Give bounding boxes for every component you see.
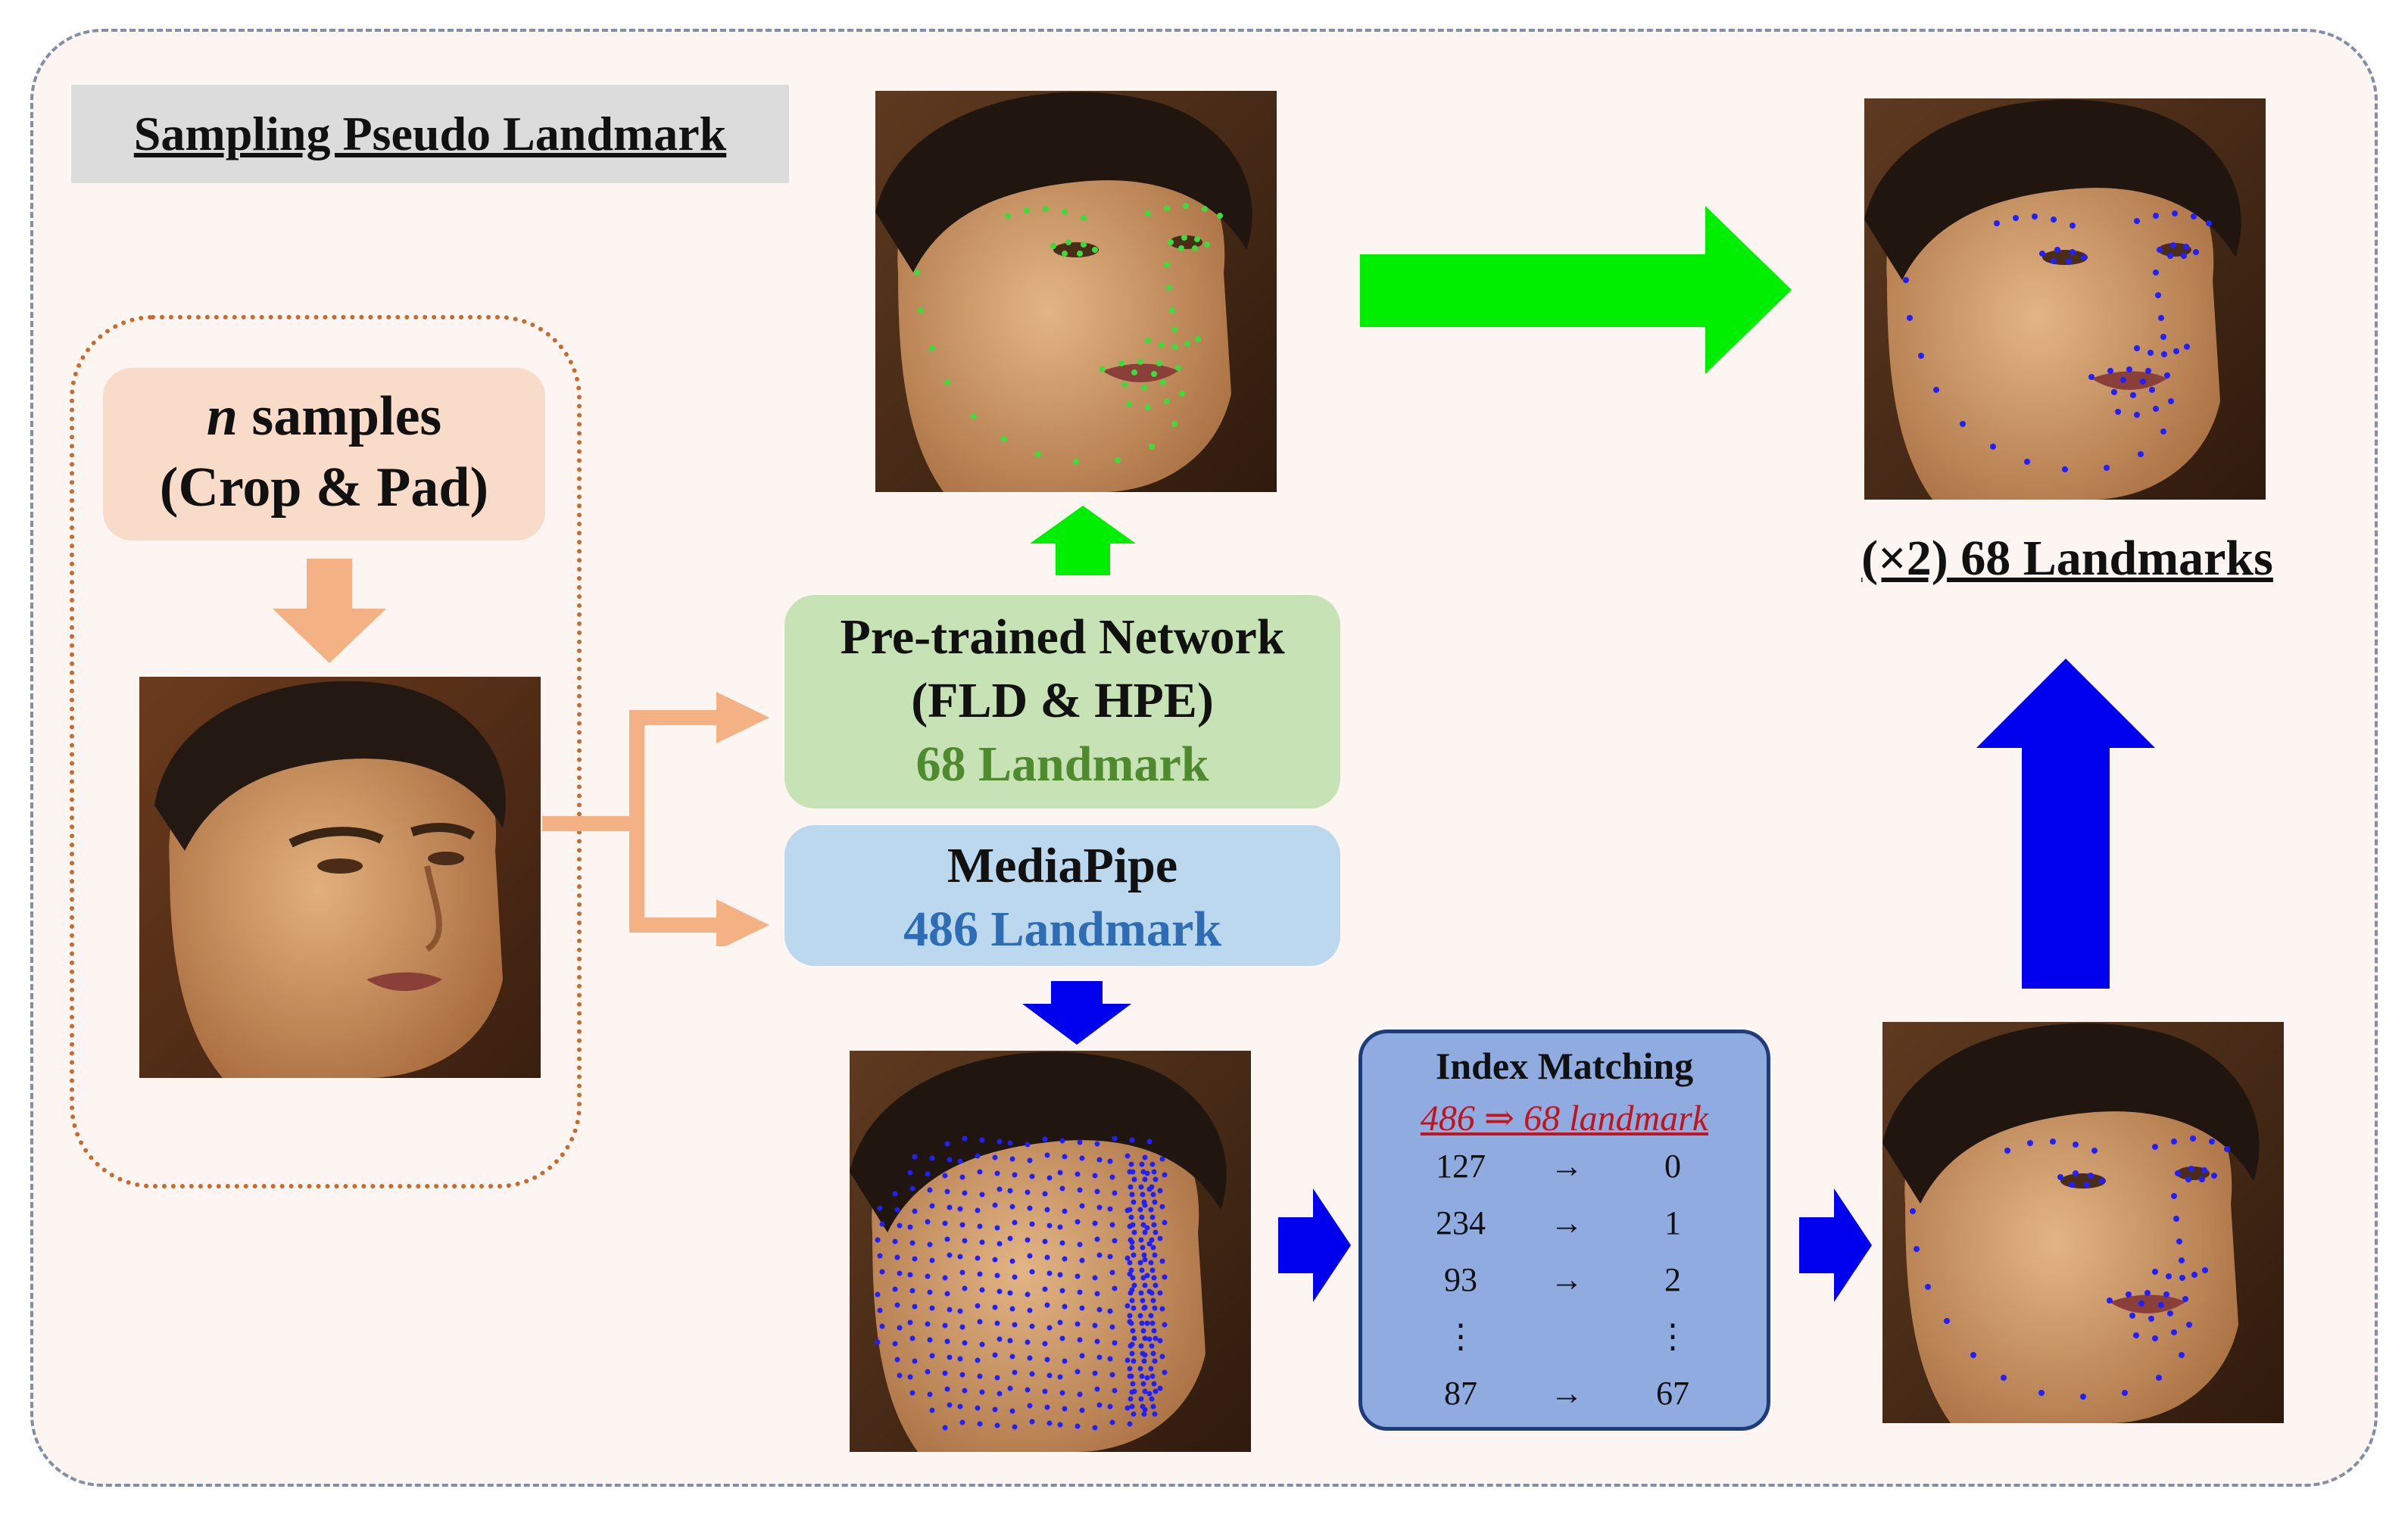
fld-landmark-image — [875, 91, 1277, 492]
face-graphic-result — [1864, 98, 2266, 500]
index-row-4-from: 87 — [1444, 1375, 1477, 1412]
right-arrow-green — [1360, 206, 1792, 374]
result-landmark-image — [1864, 98, 2266, 500]
input-face-image — [139, 677, 541, 1078]
index-row-2-arrow: → — [1550, 1261, 1583, 1298]
pretrained-network-box: Pre-trained Network (FLD & HPE) 68 Landm… — [784, 595, 1340, 808]
result-label: (×2) 68 Landmarks — [1861, 531, 2273, 586]
index-matching-title: Index Matching — [1435, 1045, 1694, 1087]
fld-title: Pre-trained Network — [840, 609, 1285, 665]
index-row-2-from: 93 — [1444, 1261, 1477, 1298]
index-row-1-to: 1 — [1664, 1204, 1681, 1241]
down-arrow-blue — [1022, 981, 1131, 1045]
samples-box — [103, 368, 545, 540]
green-landmark-dots — [914, 203, 1223, 465]
mediapipe-landmark-image — [850, 1051, 1251, 1452]
mediapipe-box: MediaPipe 486 Landmark — [784, 825, 1340, 966]
right-arrow-blue-1 — [1278, 1188, 1351, 1302]
samples-n: n — [206, 385, 238, 447]
title-background — [71, 85, 789, 183]
fld-subtitle: (FLD & HPE) — [911, 673, 1214, 728]
mediapipe-landmark-count: 486 Landmark — [903, 902, 1221, 957]
mediapipe-title: MediaPipe — [947, 838, 1178, 893]
up-arrow-green — [1030, 506, 1136, 575]
samples-label-line2: (Crop & Pad) — [159, 456, 489, 519]
index-row-0-to: 0 — [1664, 1148, 1681, 1185]
diagram-title: Sampling Pseudo Landmark — [133, 107, 727, 160]
index-matching-subtitle: 486 ⇒ 68 landmark — [1420, 1098, 1709, 1139]
index-row-3-from: ⋮ — [1444, 1318, 1477, 1355]
up-arrow-blue — [1976, 659, 2155, 989]
index-row-1-from: 234 — [1436, 1204, 1486, 1241]
dense-landmark-dots — [875, 1136, 1168, 1431]
index-row-0-from: 127 — [1436, 1148, 1486, 1185]
right-arrow-blue-2 — [1799, 1188, 1872, 1302]
down-arrow-orange — [273, 559, 386, 663]
orange-split-arrows — [542, 692, 769, 946]
face-graphic — [139, 677, 541, 1078]
index-row-4-to: 67 — [1656, 1375, 1689, 1412]
face-graphic-matched — [1882, 1022, 2284, 1423]
blue-landmark-dots-matched — [1910, 1136, 2230, 1400]
index-matching-box: Index Matching 486 ⇒ 68 landmark 127 → 0 23… — [1358, 1030, 1770, 1431]
sample-group-frame — [70, 315, 582, 1188]
fld-landmark-count: 68 Landmark — [915, 737, 1209, 792]
samples-label-line1: n samples — [103, 385, 545, 449]
face-graphic-mediapipe — [850, 1051, 1251, 1452]
matched-landmark-image — [1882, 1022, 2284, 1423]
face-graphic-fld — [875, 91, 1277, 492]
index-row-2-to: 2 — [1664, 1261, 1681, 1298]
blue-landmark-dots-result — [1903, 210, 2212, 472]
index-row-0-arrow: → — [1550, 1148, 1583, 1185]
samples-word: samples — [237, 385, 442, 447]
index-row-1-arrow: → — [1550, 1204, 1583, 1241]
index-row-3-to: ⋮ — [1656, 1318, 1689, 1355]
index-row-4-arrow: → — [1550, 1375, 1583, 1412]
